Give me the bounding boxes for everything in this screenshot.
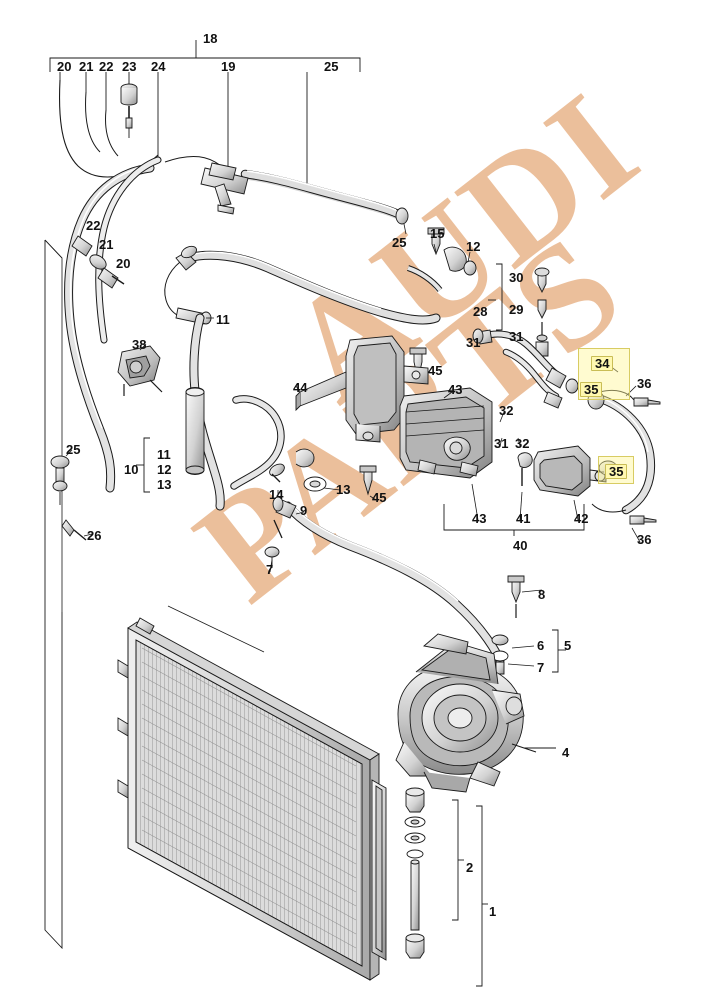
- callout-label-4: 4: [562, 745, 570, 760]
- callout-label-14: 14: [269, 487, 284, 502]
- callout-label-28: 28: [473, 304, 488, 319]
- callout-label-25: 25: [392, 235, 407, 250]
- callout-label-20: 20: [57, 59, 72, 74]
- callout-label-44: 44: [293, 380, 308, 395]
- callout-label-35: 35: [605, 464, 628, 479]
- callout-label-1: 1: [489, 904, 497, 919]
- callout-label-20: 20: [116, 256, 131, 271]
- callout-label-22: 22: [99, 59, 114, 74]
- callout-label-9: 9: [300, 503, 308, 518]
- callout-label-12: 12: [157, 462, 172, 477]
- callout-label-25: 25: [324, 59, 339, 74]
- callout-label-43: 43: [472, 511, 487, 526]
- callout-label-25: 25: [66, 442, 81, 457]
- callout-label-30: 30: [509, 270, 524, 285]
- callout-label-36: 36: [637, 376, 652, 391]
- callout-label-15: 15: [430, 226, 445, 241]
- callout-label-19: 19: [221, 59, 236, 74]
- callout-label-18: 18: [203, 31, 218, 46]
- callout-label-45: 45: [428, 363, 443, 378]
- callout-label-11: 11: [216, 312, 230, 327]
- callout-label-42: 42: [574, 511, 589, 526]
- callout-label-5: 5: [564, 638, 572, 653]
- callout-label-31: 31: [494, 436, 509, 451]
- callout-label-36: 36: [637, 532, 652, 547]
- callout-label-12: 12: [466, 239, 481, 254]
- callout-label-22: 22: [86, 218, 101, 233]
- callout-label-21: 21: [79, 59, 94, 74]
- callout-label-11: 11: [157, 447, 171, 462]
- callout-label-45: 45: [372, 490, 387, 505]
- callout-label-10: 10: [124, 462, 139, 477]
- callout-label-31: 31: [509, 329, 524, 344]
- callout-label-13: 13: [336, 482, 351, 497]
- callout-label-29: 29: [509, 302, 524, 317]
- callout-label-41: 41: [516, 511, 531, 526]
- callout-label-2: 2: [466, 860, 474, 875]
- callout-label-35: 35: [580, 382, 603, 397]
- callout-label-32: 32: [499, 403, 514, 418]
- callout-label-8: 8: [538, 587, 546, 602]
- callout-label-43: 43: [448, 382, 463, 397]
- callout-label-40: 40: [513, 538, 528, 553]
- callout-label-7: 7: [266, 562, 274, 577]
- callout-label-26: 26: [87, 528, 102, 543]
- callout-label-34: 34: [591, 356, 614, 371]
- callout-label-24: 24: [151, 59, 166, 74]
- callout-label-21: 21: [99, 237, 114, 252]
- callout-label-31: 31: [466, 335, 481, 350]
- callout-label-13: 13: [157, 477, 172, 492]
- callout-label-23: 23: [122, 59, 137, 74]
- callout-label-7: 7: [537, 660, 545, 675]
- callout-label-38: 38: [132, 337, 147, 352]
- callout-label-6: 6: [537, 638, 545, 653]
- callout-label-32: 32: [515, 436, 530, 451]
